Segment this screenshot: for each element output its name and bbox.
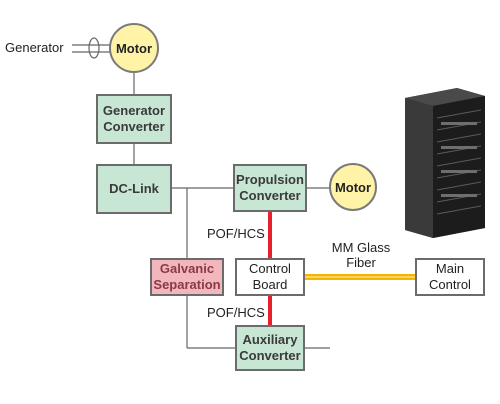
motor-top: Motor	[109, 23, 159, 73]
mm-glass-fiber-line1: MM Glass	[331, 240, 391, 255]
galvanic-separation-line2: Separation	[153, 277, 221, 292]
dc-link-box: DC-Link	[96, 164, 172, 214]
generator-converter-box: Generator Converter	[96, 94, 172, 144]
server-rack-icon	[405, 88, 485, 238]
rotation-arrow-icon	[88, 37, 100, 59]
generator-converter-line2: Converter	[103, 119, 165, 134]
pof-hcs-upper-label: POF/HCS	[207, 226, 265, 241]
main-control-box: Main Control	[415, 258, 485, 296]
auxiliary-converter-box: Auxiliary Converter	[235, 325, 305, 371]
control-board-line2: Board	[252, 277, 288, 292]
control-board-line1: Control	[249, 261, 291, 276]
galvanic-separation-box: Galvanic Separation	[150, 258, 224, 296]
motor-right: Motor	[329, 163, 377, 211]
propulsion-converter-line2: Converter	[239, 188, 301, 203]
generator-converter-line1: Generator	[102, 103, 166, 118]
mm-glass-fiber-label: MM Glass Fiber	[326, 240, 396, 270]
main-control-line2: Control	[429, 277, 471, 292]
propulsion-converter-box: Propulsion Converter	[233, 164, 307, 212]
dc-link-label: DC-Link	[109, 181, 159, 196]
mm-glass-fiber-line2: Fiber	[346, 255, 376, 270]
propulsion-converter-line1: Propulsion	[236, 172, 304, 187]
motor-right-label: Motor	[334, 179, 372, 195]
auxiliary-converter-line2: Converter	[239, 348, 301, 363]
pof-hcs-lower-label: POF/HCS	[207, 305, 265, 320]
main-control-line1: Main	[435, 261, 465, 276]
galvanic-separation-line1: Galvanic	[159, 261, 215, 276]
motor-top-label: Motor	[115, 40, 153, 56]
auxiliary-converter-line1: Auxiliary	[242, 332, 298, 347]
generator-label: Generator	[5, 40, 64, 55]
control-board-box: Control Board	[235, 258, 305, 296]
